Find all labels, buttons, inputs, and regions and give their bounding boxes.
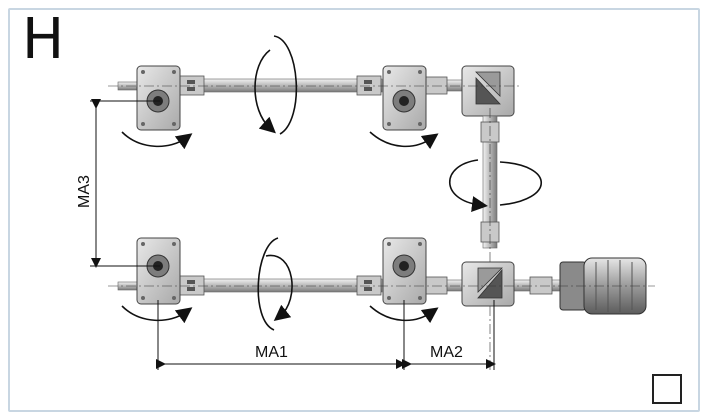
rotation-arrow [273, 35, 298, 135]
coupling [356, 75, 382, 96]
rotation-arrow [499, 161, 542, 206]
screw-jack-gearbox [136, 65, 181, 131]
rotation-arrow [369, 131, 439, 150]
coupling [356, 275, 382, 296]
rotation-arrow [369, 305, 439, 324]
rotation-arrows [121, 35, 542, 331]
rotation-arrow [121, 305, 193, 324]
connecting-shaft [179, 78, 383, 93]
ma3-label: MA3 [76, 175, 93, 208]
vertical-shaft-assembly [480, 108, 500, 372]
bevel-gearbox [461, 261, 515, 307]
rotation-arrow [265, 254, 293, 322]
coupling [424, 76, 448, 95]
rotation-arrow [257, 237, 279, 331]
bevel-gearbox [461, 65, 515, 117]
bottom-row [108, 237, 655, 315]
rotation-arrow [254, 49, 276, 134]
screw-jack-gearbox [382, 237, 427, 305]
coupling [179, 75, 205, 96]
rotation-arrow [449, 159, 488, 212]
coupling [424, 276, 448, 295]
coupling [179, 275, 205, 296]
coupling [529, 276, 553, 295]
top-row [108, 65, 520, 131]
screw-jack-gearbox [382, 65, 427, 131]
screw-jack-gearbox [136, 237, 181, 305]
connecting-shaft [179, 278, 383, 293]
diagram-frame [8, 8, 700, 412]
selection-checkbox[interactable] [652, 374, 682, 404]
ma1-label: MA1 [255, 344, 288, 361]
variant-letter: H [22, 7, 65, 72]
dimension-lines [90, 99, 496, 370]
rotation-arrow [121, 131, 193, 150]
ma2-label: MA2 [430, 344, 463, 361]
